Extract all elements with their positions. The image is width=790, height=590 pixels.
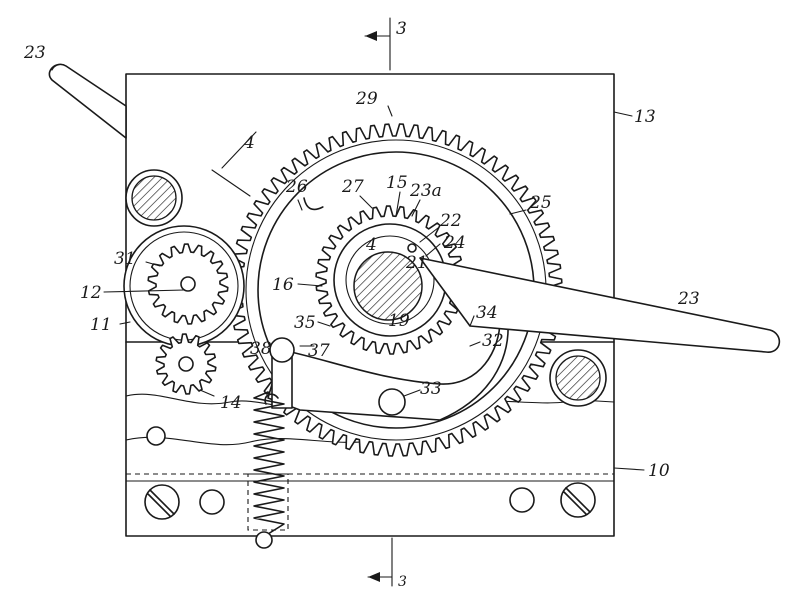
label-23a: 23a (409, 181, 442, 201)
label-32: 32 (482, 331, 504, 351)
lever-arm-top (48, 63, 127, 139)
section-line-top (364, 17, 391, 71)
pawl-link (264, 337, 295, 409)
label-4-mid: 4 (365, 235, 377, 255)
pin-21 (407, 243, 417, 253)
label-24: 24 (443, 233, 466, 253)
label-27: 27 (341, 177, 364, 197)
label-3-bottom: 3 (398, 574, 407, 590)
label-12: 12 (80, 283, 102, 303)
center-shaft (353, 251, 423, 321)
label-23-right: 23 (677, 289, 700, 309)
hole-bottom-right (509, 487, 535, 513)
label-3-top: 3 (396, 19, 407, 39)
label-10: 10 (648, 461, 670, 481)
leader-lines (51, 63, 645, 471)
ratchet-gear-ring (345, 235, 435, 325)
label-22: 22 (439, 211, 462, 231)
label-15: 15 (386, 173, 408, 193)
section-line-bottom (367, 537, 393, 587)
label-35: 35 (294, 313, 316, 333)
label-38: 38 (250, 339, 272, 359)
shaft-left (125, 169, 183, 227)
hole-left-mid (146, 426, 166, 446)
label-25: 25 (529, 193, 552, 213)
label-34: 34 (476, 303, 498, 323)
small-gear-14-hub (178, 356, 194, 372)
pawl-arm (267, 319, 509, 421)
label-23-top: 23 (23, 43, 46, 63)
callout-labels: 23 3 29 13 4 26 27 15 23a 25 22 24 21 4 … (23, 19, 700, 590)
star-wheel (303, 197, 324, 211)
label-4-top: 4 (243, 133, 255, 153)
shaft-right (549, 349, 607, 407)
label-19: 19 (388, 311, 410, 331)
label-11: 11 (90, 315, 112, 335)
label-26: 26 (285, 177, 308, 197)
label-37: 37 (308, 341, 330, 361)
pinion-12-hub (180, 276, 196, 292)
label-21: 21 (405, 253, 428, 273)
screw-right (560, 482, 596, 518)
pin-33 (378, 388, 406, 416)
lever-arm-right (419, 257, 781, 353)
label-13: 13 (634, 107, 656, 127)
label-33: 33 (420, 379, 442, 399)
screw-left (144, 484, 180, 520)
label-31: 31 (114, 249, 136, 269)
tension-spring (247, 391, 289, 549)
label-29: 29 (355, 89, 378, 109)
hole-bottom-left (199, 489, 225, 515)
label-14: 14 (220, 393, 242, 413)
pinion-12 (147, 243, 229, 325)
label-16: 16 (272, 275, 294, 295)
